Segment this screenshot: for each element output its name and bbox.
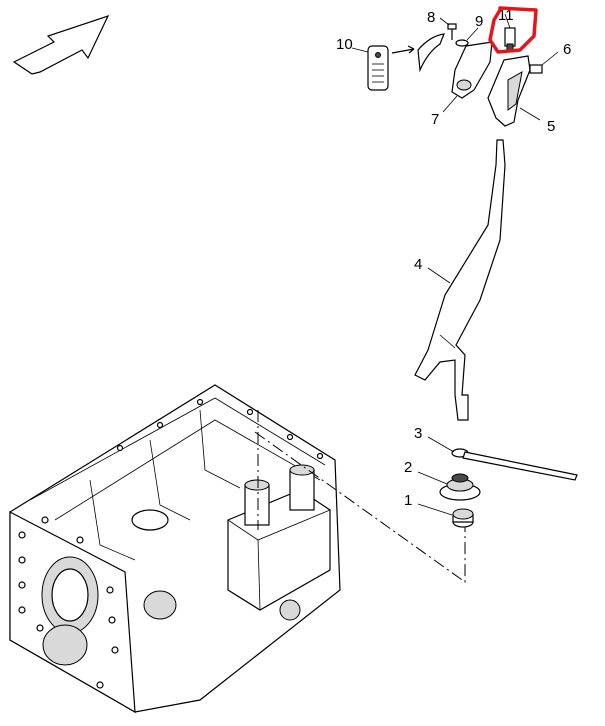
callout-3: 3 bbox=[414, 425, 422, 442]
part-4-filler-tube bbox=[414, 139, 506, 421]
transmission-housing bbox=[9, 384, 341, 714]
part-3-dipstick bbox=[427, 436, 578, 481]
callout-10: 10 bbox=[336, 36, 353, 53]
highlight-circle bbox=[488, 6, 538, 54]
part-7-cover bbox=[442, 41, 493, 113]
part-10-decal bbox=[351, 33, 445, 91]
centerline bbox=[254, 410, 466, 583]
part-2-grommet bbox=[417, 471, 481, 501]
part-5-bracket bbox=[487, 55, 541, 127]
callout-8: 8 bbox=[427, 9, 435, 26]
callout-4: 4 bbox=[414, 256, 422, 273]
part-9-washer bbox=[455, 27, 479, 47]
callout-7: 7 bbox=[431, 111, 439, 128]
callout-1: 1 bbox=[404, 492, 412, 509]
callout-5: 5 bbox=[547, 118, 555, 135]
callout-9: 9 bbox=[475, 13, 483, 30]
callout-11: 11 bbox=[498, 7, 514, 24]
part-6-screw bbox=[529, 51, 559, 74]
part-1-bush bbox=[417, 503, 474, 528]
direction-arrow-icon bbox=[12, 14, 110, 75]
part-8-bolt bbox=[439, 17, 457, 40]
callout-2: 2 bbox=[404, 459, 412, 476]
callout-6: 6 bbox=[563, 41, 571, 58]
